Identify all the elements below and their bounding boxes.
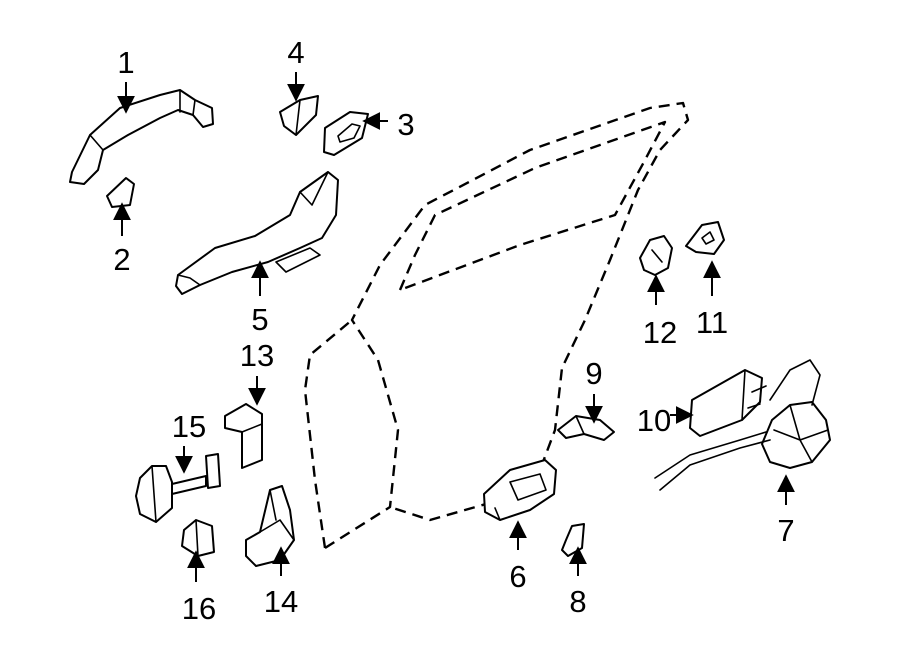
callout-number-11: 11 <box>696 305 728 340</box>
part-2-handle-pad <box>106 177 135 208</box>
part-12-clip <box>639 235 673 276</box>
part-3-escutcheon <box>323 111 369 156</box>
callout-number-14: 14 <box>264 584 298 619</box>
callout-number-12: 12 <box>643 315 677 350</box>
callout-number-3: 3 <box>397 107 414 142</box>
callout-number-2: 2 <box>113 242 130 277</box>
callout-number-7: 7 <box>777 513 794 548</box>
callout-number-4: 4 <box>287 35 304 70</box>
part-1-outside-handle <box>69 89 214 185</box>
part-4-handle-cap <box>279 95 319 136</box>
callout-number-16: 16 <box>182 591 216 626</box>
callout-number-5: 5 <box>251 302 268 337</box>
callout-number-13: 13 <box>240 338 274 373</box>
part-7-door-latch <box>654 359 831 491</box>
callout-number-15: 15 <box>172 409 206 444</box>
callout-number-8: 8 <box>569 584 586 619</box>
callout-number-10: 10 <box>637 403 671 438</box>
part-6-inside-handle <box>483 459 557 521</box>
part-15-door-check <box>135 453 221 523</box>
callout-number-9: 9 <box>585 356 602 391</box>
callout-number-6: 6 <box>509 559 526 594</box>
part-9-inside-rod <box>557 415 615 441</box>
part-14-bracket <box>245 485 295 567</box>
callout-number-1: 1 <box>117 45 134 80</box>
part-10-lock-cover <box>689 369 767 437</box>
part-11-bracket <box>685 221 725 255</box>
part-5-handle-bracket <box>175 171 339 295</box>
rear-door-outline <box>303 101 690 550</box>
part-13-cover <box>224 403 263 469</box>
part-16-bumper <box>181 519 215 557</box>
part-8-clip <box>561 523 585 557</box>
